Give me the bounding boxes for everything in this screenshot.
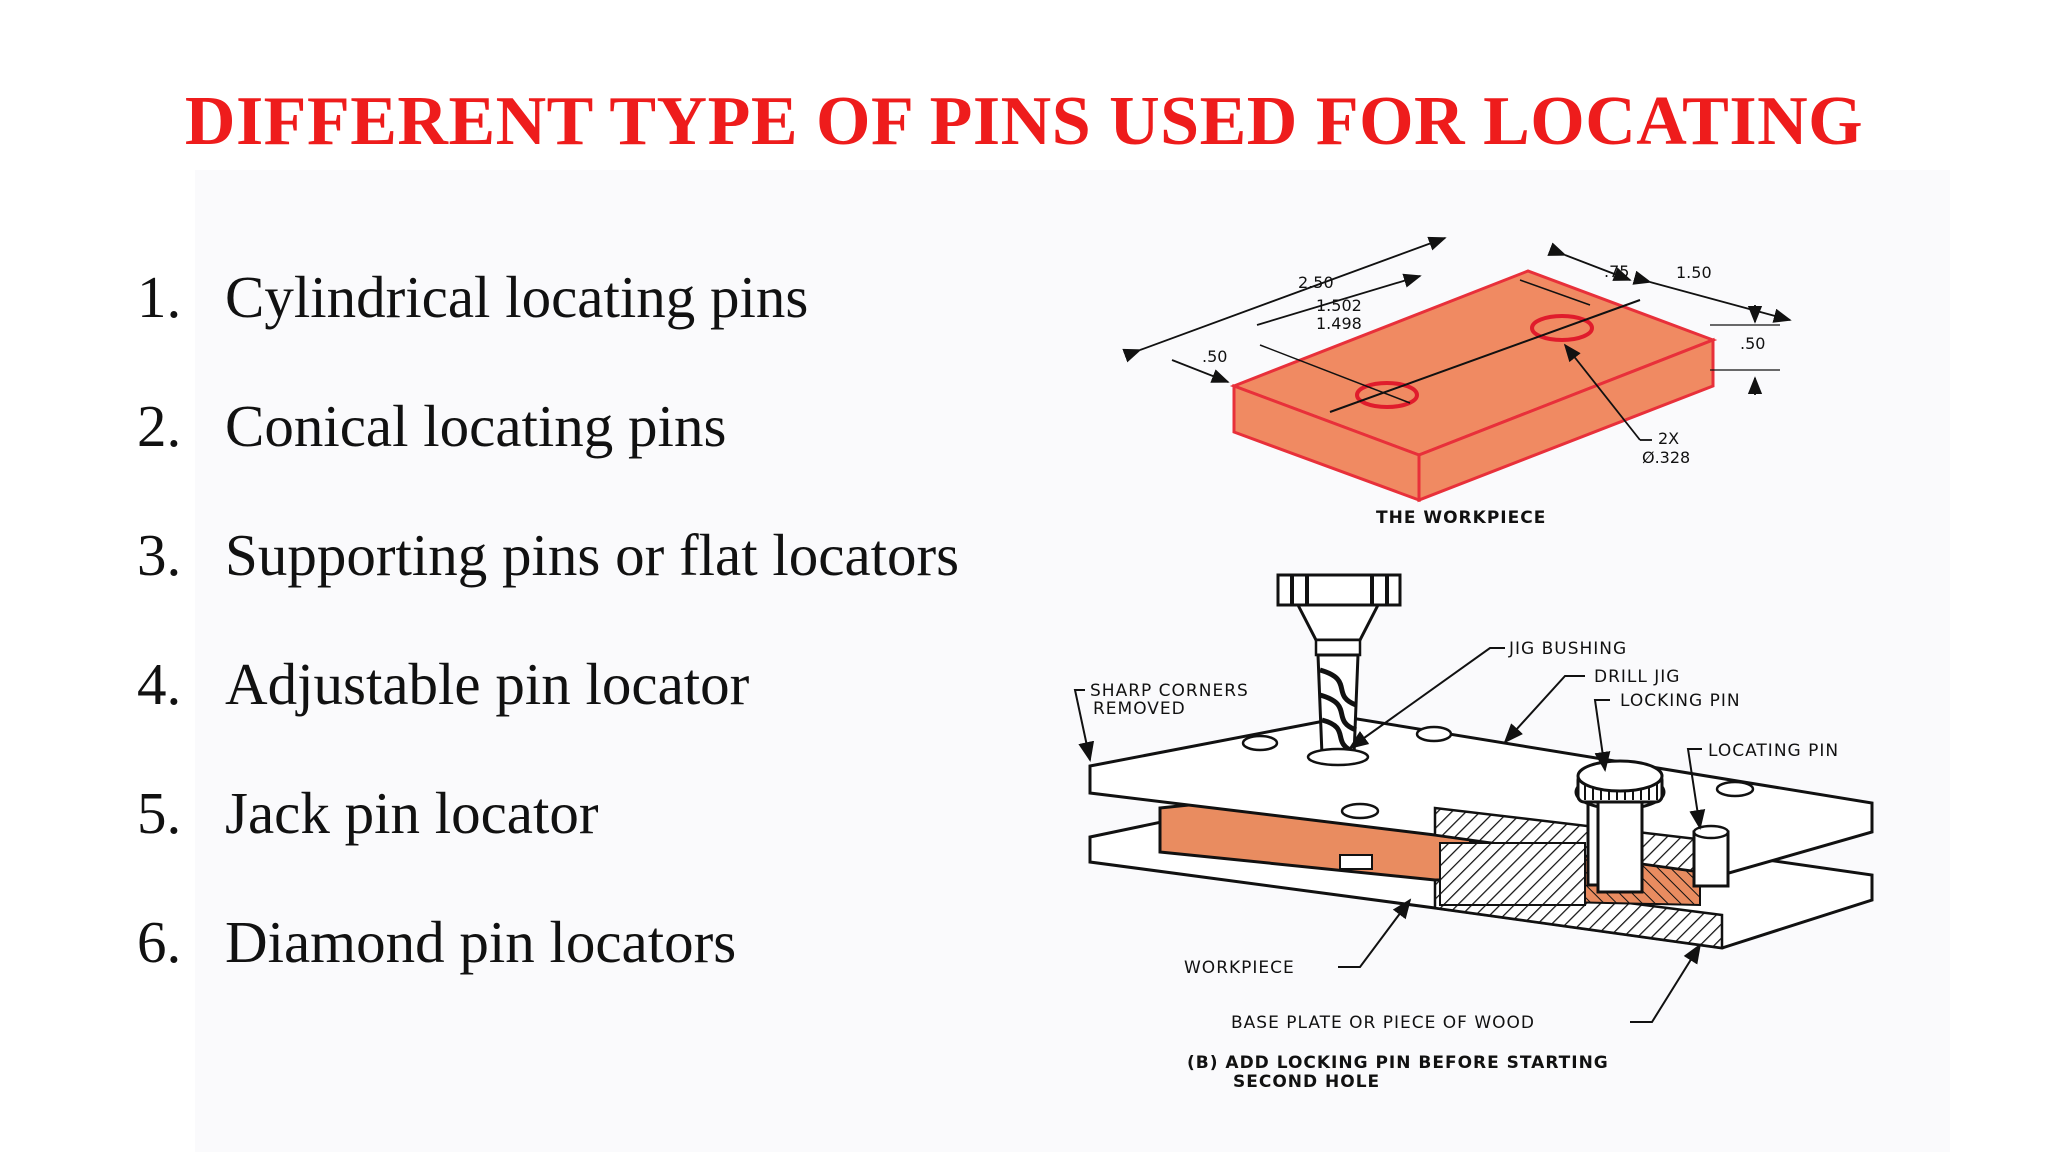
list-item-text: Adjustable pin locator xyxy=(225,651,750,717)
jig-caption-1: (B) ADD LOCKING PIN BEFORE STARTING xyxy=(1187,1053,1609,1073)
hole-2 xyxy=(1530,314,1594,342)
list-item-text: Supporting pins or flat locators xyxy=(225,522,960,588)
page-title: DIFFERENT TYPE OF PINS USED FOR LOCATING xyxy=(184,83,1864,160)
dim-0-50-right: .50 xyxy=(1740,334,1765,353)
dim-0-50-left: .50 xyxy=(1202,347,1227,366)
list-item-text: Diamond pin locators xyxy=(225,909,737,975)
workpiece-drawing: 2.50 1.502 1.498 .50 .75 1.50 .50 2X Ø.3… xyxy=(1122,236,1792,528)
workpiece-caption: THE WORKPIECE xyxy=(1376,508,1546,528)
list-item: 5.Jack pin locator xyxy=(137,779,959,908)
dim-1-50: 1.50 xyxy=(1676,263,1712,282)
sharp-corners-label: SHARP CORNERS xyxy=(1090,681,1249,701)
workpiece-label: WORKPIECE xyxy=(1184,958,1295,978)
locating-pin-label: LOCATING PIN xyxy=(1708,741,1839,761)
dim-2-50: 2.50 xyxy=(1298,273,1334,292)
list-item-text: Cylindrical locating pins xyxy=(225,264,809,330)
list-item-text: Jack pin locator xyxy=(225,780,599,846)
sharp-corners-label-2: REMOVED xyxy=(1093,699,1186,719)
dim-0-75: .75 xyxy=(1604,262,1629,281)
list-item: 1.Cylindrical locating pins xyxy=(137,263,959,392)
dim-1-498: 1.498 xyxy=(1316,314,1362,333)
base-plate-label: BASE PLATE OR PIECE OF WOOD xyxy=(1231,1013,1535,1033)
drill-jig-label: DRILL JIG xyxy=(1594,667,1680,687)
hole-diameter-label: Ø.328 xyxy=(1642,448,1690,467)
pin-types-list: 1.Cylindrical locating pins 2.Conical lo… xyxy=(137,263,959,1037)
list-item-text: Conical locating pins xyxy=(225,393,727,459)
drill-jig-drawing: JIG BUSHING DRILL JIG LOCKING PIN LOCATI… xyxy=(1073,573,1874,1092)
list-item: 2.Conical locating pins xyxy=(137,392,959,521)
jig-caption-2: SECOND HOLE xyxy=(1233,1072,1380,1092)
list-item: 4.Adjustable pin locator xyxy=(137,650,959,779)
hole-1 xyxy=(1355,381,1419,409)
dim-1-502: 1.502 xyxy=(1316,296,1362,315)
locking-pin-label: LOCKING PIN xyxy=(1620,691,1741,711)
hole-count-label: 2X xyxy=(1658,429,1679,448)
list-item: 3.Supporting pins or flat locators xyxy=(137,521,959,650)
jig-bushing-label: JIG BUSHING xyxy=(1508,639,1627,659)
list-item: 6.Diamond pin locators xyxy=(137,908,959,1037)
